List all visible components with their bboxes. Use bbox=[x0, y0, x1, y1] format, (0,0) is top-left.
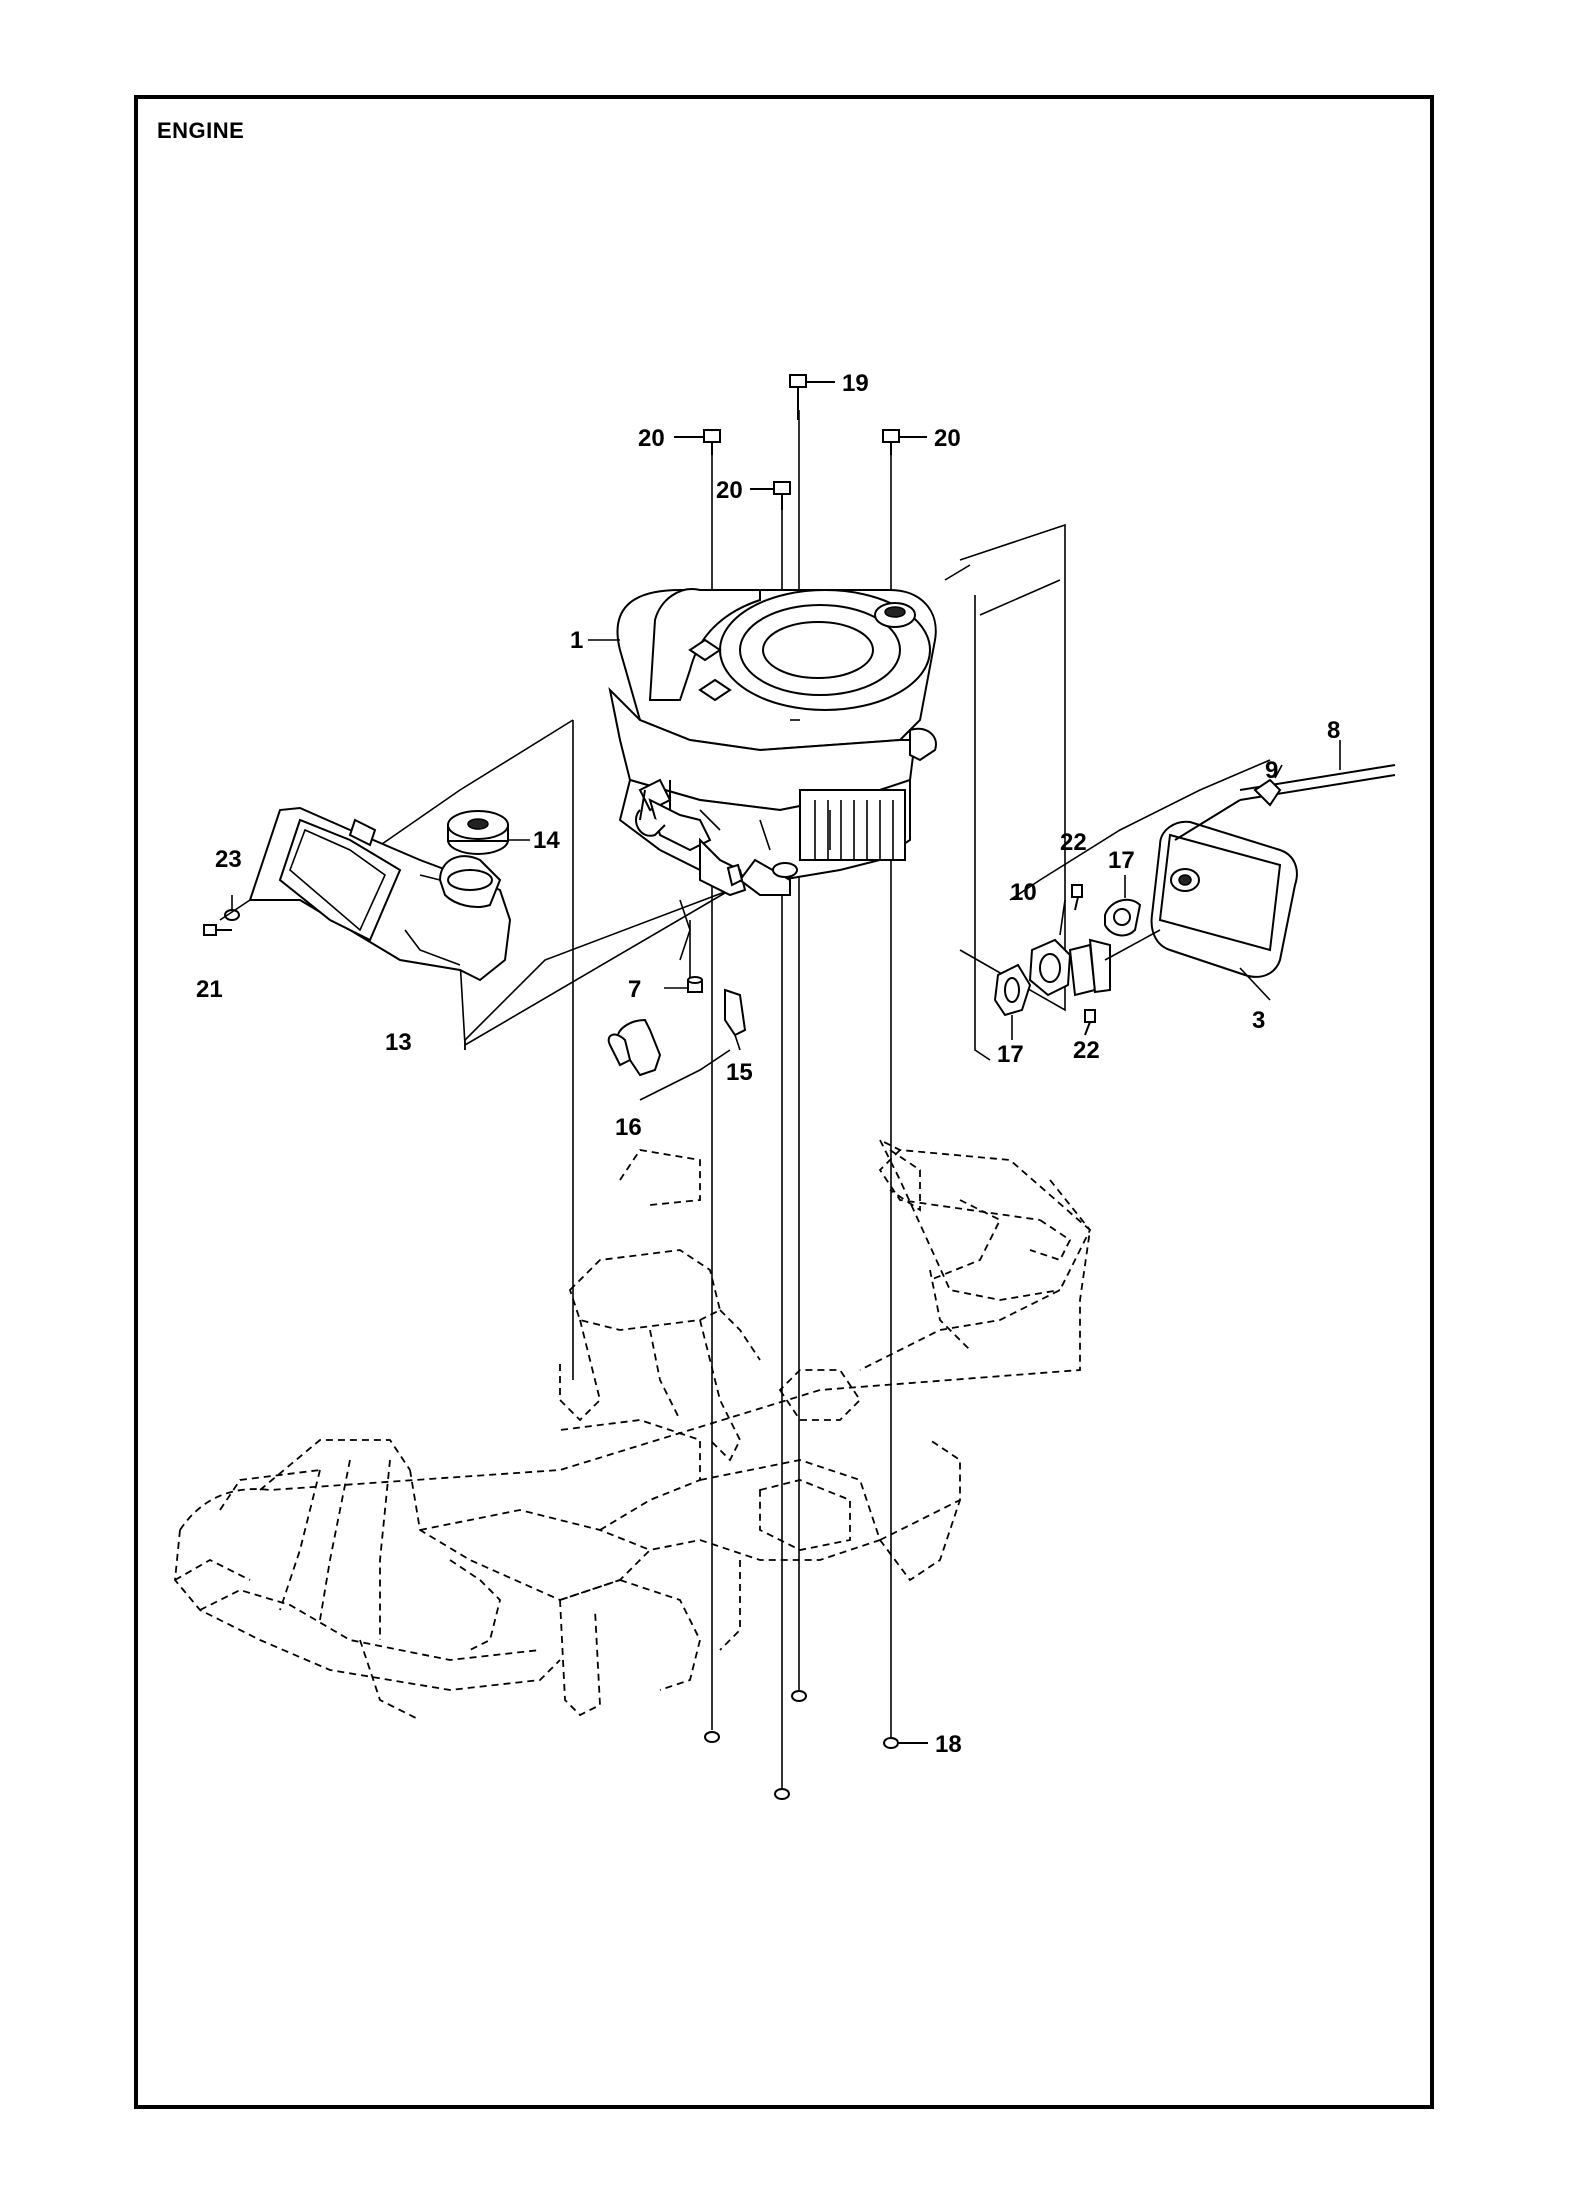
exhaust-pipe-part-8 bbox=[1174, 740, 1396, 841]
callout-19: 19 bbox=[842, 370, 869, 397]
fuel-tank-cover-part-13 bbox=[248, 806, 512, 982]
callout-1: 1 bbox=[570, 627, 583, 654]
callout-13: 13 bbox=[385, 1029, 412, 1056]
gasket-part-17-upper bbox=[1104, 875, 1142, 937]
fuel-cap-part-14 bbox=[447, 810, 530, 855]
callout-20-left: 20 bbox=[638, 425, 665, 452]
callout-14: 14 bbox=[533, 827, 560, 854]
bolt-part-22-lower bbox=[1084, 1009, 1096, 1036]
callout-17-lower: 17 bbox=[997, 1041, 1024, 1068]
callout-21: 21 bbox=[196, 976, 223, 1003]
callout-20-right: 20 bbox=[934, 425, 961, 452]
callout-labels: 1 3 7 8 9 10 13 14 15 16 17 17 18 19 20 … bbox=[196, 370, 1340, 1758]
screw-part-21 bbox=[203, 924, 232, 936]
callout-20-middle: 20 bbox=[716, 477, 743, 504]
nut-part-18 bbox=[704, 1690, 928, 1800]
engine-part-1 bbox=[608, 588, 937, 897]
bracket-part-9 bbox=[1253, 764, 1283, 807]
callout-22-upper: 22 bbox=[1060, 829, 1087, 856]
callout-22-lower: 22 bbox=[1073, 1037, 1100, 1064]
bolt-part-20-left bbox=[674, 429, 721, 455]
chassis-frame bbox=[174, 1139, 1092, 1721]
hose-fitting-part-15 bbox=[724, 863, 747, 1051]
callout-8: 8 bbox=[1327, 717, 1340, 744]
callout-17-upper: 17 bbox=[1108, 847, 1135, 874]
bolt-part-22-upper bbox=[1071, 884, 1083, 911]
diagram-title: ENGINE bbox=[157, 118, 245, 143]
bolt-part-20-right bbox=[882, 429, 927, 455]
callout-18: 18 bbox=[935, 1731, 962, 1758]
exhaust-flange-part-10 bbox=[1028, 899, 1161, 997]
callout-16: 16 bbox=[615, 1114, 642, 1141]
callout-10: 10 bbox=[1010, 879, 1037, 906]
bolt-part-19 bbox=[789, 374, 835, 420]
gasket-part-17-lower bbox=[993, 963, 1032, 1040]
fitting-part-7 bbox=[664, 976, 703, 993]
callout-7: 7 bbox=[628, 976, 641, 1003]
callout-15: 15 bbox=[726, 1059, 753, 1086]
muffler-part-3 bbox=[1150, 820, 1298, 1001]
callout-3: 3 bbox=[1252, 1007, 1265, 1034]
elbow-hose-part-16 bbox=[607, 1018, 662, 1077]
diagram-frame bbox=[134, 95, 1434, 2109]
washer-part-23 bbox=[224, 895, 240, 921]
callout-9: 9 bbox=[1265, 757, 1278, 784]
callout-23: 23 bbox=[215, 846, 242, 873]
bolt-part-20-middle bbox=[750, 481, 791, 510]
